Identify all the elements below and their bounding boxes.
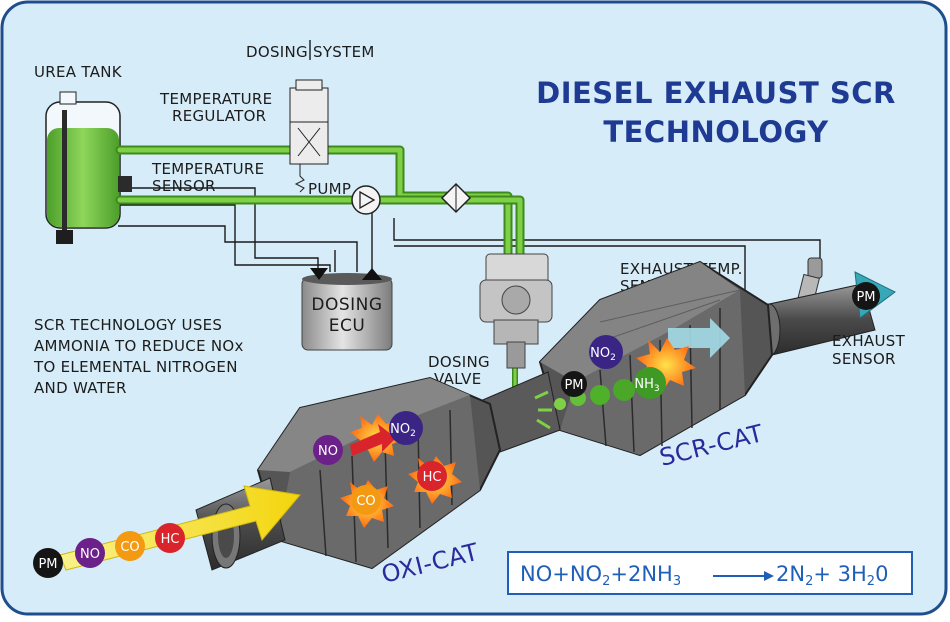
title-line-2: TECHNOLOGY bbox=[603, 115, 829, 149]
description-line-4: AND WATER bbox=[34, 379, 127, 397]
dosing-valve bbox=[479, 253, 553, 369]
filter-icon bbox=[440, 182, 472, 214]
urea-lines bbox=[115, 145, 529, 423]
hc-reactant-molecule: HC bbox=[417, 461, 447, 491]
svg-text:HC: HC bbox=[161, 532, 180, 547]
temperature-regulator-label-2: REGULATOR bbox=[172, 107, 266, 125]
dosing-system-label: DOSING SYSTEM bbox=[246, 43, 375, 61]
co-inflow-molecule: CO bbox=[115, 531, 145, 561]
co-reactant-molecule: CO bbox=[351, 485, 381, 515]
oxi-catalyst bbox=[256, 376, 502, 570]
dosing-ecu-label-2: ECU bbox=[329, 316, 366, 336]
svg-text:NO: NO bbox=[80, 547, 100, 562]
svg-text:NO: NO bbox=[318, 444, 338, 459]
dosing-ecu-label-1: DOSING bbox=[311, 295, 382, 315]
oxi-reactions: NO NO2 CO HC bbox=[313, 411, 462, 528]
temperature-regulator-label-1: TEMPERATURE bbox=[159, 90, 272, 108]
scr-reactions: NH3 NO2 PM bbox=[534, 335, 696, 430]
svg-text:2N2+ 3H20: 2N2+ 3H20 bbox=[776, 562, 888, 589]
svg-text:CO: CO bbox=[356, 494, 375, 509]
description-line-1: SCR TECHNOLOGY USES bbox=[34, 316, 222, 334]
dosing-ecu bbox=[301, 268, 393, 351]
exhaust-sensor-label-2: SENSOR bbox=[832, 350, 896, 368]
urea-tank bbox=[45, 91, 132, 244]
no-reactant-molecule: NO bbox=[313, 435, 343, 465]
description-line-3: TO ELEMENTAL NITROGEN bbox=[33, 358, 238, 376]
svg-text:PM: PM bbox=[38, 557, 57, 572]
no2-scr-molecule: NO2 bbox=[589, 335, 623, 369]
svg-text:NO2: NO2 bbox=[590, 346, 616, 363]
nh3-molecule: NH3 bbox=[634, 367, 666, 399]
svg-text:NO+NO2+2NH3: NO+NO2+2NH3 bbox=[520, 562, 681, 589]
pm-outflow-molecule: PM bbox=[852, 282, 880, 310]
description-line-2: AMMONIA TO REDUCE NOx bbox=[34, 337, 244, 355]
exhaust-sensor-label-1: EXHAUST bbox=[832, 332, 906, 350]
equation-box: NO+NO2+2NH3 2N2+ 3H20 bbox=[507, 551, 913, 595]
svg-text:PM: PM bbox=[564, 378, 583, 393]
svg-text:CO: CO bbox=[120, 540, 139, 555]
svg-text:NH3: NH3 bbox=[634, 377, 659, 394]
pump-icon bbox=[351, 185, 381, 215]
pm-inflow-molecule: PM bbox=[33, 548, 63, 578]
temperature-regulator bbox=[289, 79, 329, 193]
no-inflow-molecule: NO bbox=[75, 538, 105, 568]
hc-inflow-molecule: HC bbox=[155, 523, 185, 553]
pm-scr-molecule: PM bbox=[561, 371, 587, 397]
no2-molecule: NO2 bbox=[389, 411, 423, 445]
pump-label: PUMP bbox=[308, 180, 351, 198]
svg-text:PM: PM bbox=[856, 290, 875, 305]
inflow-molecules: PM NO CO HC bbox=[33, 523, 185, 578]
title-line-1: DIESEL EXHAUST SCR bbox=[536, 76, 896, 110]
dosing-valve-label-2: VALVE bbox=[434, 370, 482, 388]
temperature-sensor-label-1: TEMPERATURE bbox=[151, 160, 264, 178]
dosing-valve-label-1: DOSING bbox=[428, 353, 490, 371]
svg-text:HC: HC bbox=[423, 470, 442, 485]
urea-tank-label: UREA TANK bbox=[34, 63, 123, 81]
temperature-sensor-label-2: SENSOR bbox=[152, 177, 216, 195]
description: SCR TECHNOLOGY USES AMMONIA TO REDUCE NO… bbox=[33, 316, 244, 397]
svg-text:NO2: NO2 bbox=[390, 422, 416, 439]
